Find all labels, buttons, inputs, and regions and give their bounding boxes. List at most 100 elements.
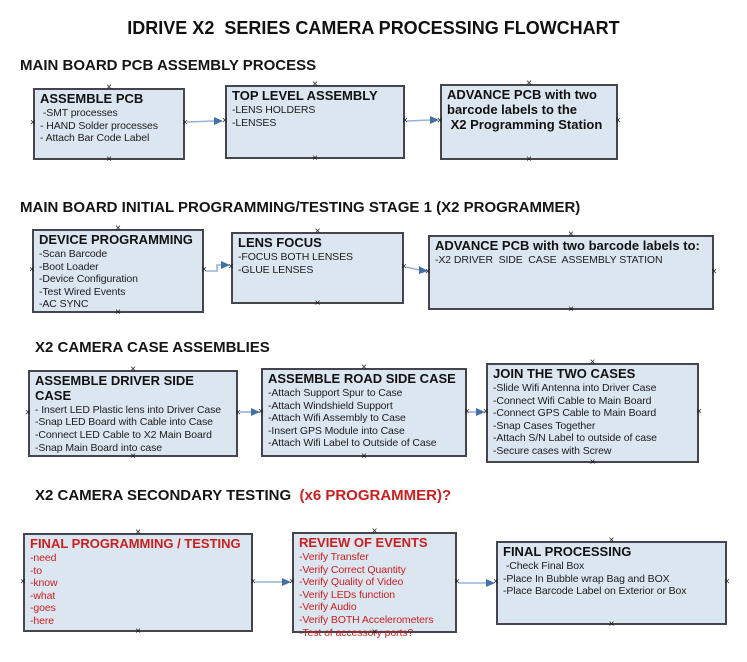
flow-box-final-programming-testing: FINAL PROGRAMMING / TESTING -need-to-kno… bbox=[20, 528, 256, 637]
connector-anchor-right: × bbox=[724, 576, 730, 588]
section-heading-pcb-assembly: MAIN BOARD PCB ASSEMBLY PROCESS bbox=[20, 57, 316, 74]
box-item: -Verify Correct Quantity bbox=[299, 563, 406, 576]
box-items: -X2 DRIVER SIDE CASE ASSEMBLY STATION bbox=[435, 254, 707, 267]
box-item: - Insert LED Plastic lens into Driver Ca… bbox=[35, 403, 222, 416]
box-item: -what bbox=[30, 589, 56, 602]
flow-box-assemble-road-side-case: ASSEMBLE ROAD SIDE CASE -Attach Support … bbox=[258, 363, 470, 462]
box-item: -X2 DRIVER SIDE CASE ASSEMBLY STATION bbox=[435, 253, 663, 266]
connector-anchor-left: × bbox=[30, 117, 36, 129]
box-item: -FOCUS BOTH LENSES bbox=[238, 250, 353, 263]
box-title: DEVICE PROGRAMMING bbox=[39, 232, 193, 247]
box-items: -Slide Wifi Antenna into Driver Case-Con… bbox=[493, 382, 692, 458]
box-item: -LENS HOLDERS bbox=[232, 103, 316, 116]
connector-anchor-bottom: × bbox=[589, 457, 596, 468]
box-item: -Place In Bubble wrap Bag and BOX bbox=[503, 572, 670, 585]
box-item: -Attach Support Spur to Case bbox=[268, 386, 403, 399]
box-item: - Attach Bar Code Label bbox=[40, 132, 150, 145]
box-item: -Verify BOTH Accelerometers bbox=[299, 613, 434, 626]
box-items: -Verify Transfer-Verify Correct Quantity… bbox=[299, 551, 450, 639]
arrow-final-programming-to-review bbox=[255, 578, 291, 586]
box-item: -AC SYNC bbox=[39, 298, 89, 311]
connector-anchor-left: × bbox=[20, 576, 26, 587]
connector-anchor-top: × bbox=[526, 78, 532, 89]
box-title: LENS FOCUS bbox=[238, 235, 322, 250]
box-title: ASSEMBLE DRIVER SIDE CASE bbox=[35, 373, 198, 403]
box-item: -Slide Wifi Antenna into Driver Case bbox=[493, 381, 657, 394]
box-title: FINAL PROCESSING bbox=[503, 544, 632, 559]
box-item: -goes bbox=[30, 602, 56, 615]
connector-anchor-top: × bbox=[371, 526, 378, 537]
box-items: -Scan Barcode-Boot Loader-Device Configu… bbox=[39, 248, 197, 311]
connector-anchor-bottom: × bbox=[608, 619, 615, 630]
flow-box-lens-focus: LENS FOCUS -FOCUS BOTH LENSES-GLUE LENSE… bbox=[228, 227, 407, 309]
connector-anchor-bottom: × bbox=[568, 304, 574, 315]
connector-anchor-right: × bbox=[401, 261, 407, 273]
box-item: - HAND Solder processes bbox=[40, 119, 158, 132]
connector-anchor-top: × bbox=[361, 362, 367, 373]
box-item: -Snap LED Board with Cable into Case bbox=[35, 416, 213, 429]
box-item: -Verify Audio bbox=[299, 601, 357, 614]
arrow-assemble-pcb-to-top-level bbox=[186, 117, 223, 125]
box-item: -Attach Windshield Support bbox=[268, 399, 393, 412]
connector-anchor-left: × bbox=[29, 264, 35, 276]
box-title: REVIEW OF EVENTS bbox=[299, 535, 428, 550]
connector-anchor-bottom: × bbox=[361, 451, 367, 462]
box-item: -Connect Wifi Cable to Main Board bbox=[493, 394, 652, 407]
section-heading-initial-programming: MAIN BOARD INITIAL PROGRAMMING/TESTING S… bbox=[20, 199, 580, 216]
box-title: ASSEMBLE ROAD SIDE CASE bbox=[268, 371, 456, 386]
box-items: - Insert LED Plastic lens into Driver Ca… bbox=[35, 404, 231, 454]
box-items: -Attach Support Spur to Case-Attach Wind… bbox=[268, 387, 460, 450]
flow-box-advance-pcb-driver-side: ADVANCE PCB with two barcode labels to: … bbox=[425, 230, 717, 315]
connector-anchor-left: × bbox=[222, 115, 228, 127]
connector-anchor-top: × bbox=[608, 535, 615, 546]
box-item: -to bbox=[30, 564, 42, 577]
box-item: -Test Wired Events bbox=[39, 285, 126, 298]
connector-anchor-right: × bbox=[696, 406, 702, 418]
arrow-device-programming-to-lens-focus bbox=[206, 261, 230, 272]
box-item: -need bbox=[30, 551, 57, 564]
box-item: -Verify Transfer bbox=[299, 550, 369, 563]
section-heading-case-assemblies: X2 CAMERA CASE ASSEMBLIES bbox=[35, 339, 270, 356]
box-item: -Insert GPS Module into Case bbox=[268, 424, 405, 437]
connector-anchor-right: × bbox=[454, 576, 460, 587]
box-item: -Snap Main Board into case bbox=[35, 441, 162, 454]
connector-anchor-right: × bbox=[250, 576, 256, 587]
connector-anchor-top: × bbox=[589, 357, 596, 368]
connector-anchor-right: × bbox=[711, 266, 717, 277]
box-title: TOP LEVEL ASSEMBLY bbox=[232, 88, 378, 103]
connector-anchor-bottom: × bbox=[526, 154, 532, 165]
box-item: -LENSES bbox=[232, 116, 277, 129]
connector-anchor-top: × bbox=[568, 229, 574, 240]
box-item: -Boot Loader bbox=[39, 260, 99, 273]
flow-box-final-processing: FINAL PROCESSING -Check Final Box-Place … bbox=[493, 536, 730, 630]
box-items: -Check Final Box-Place In Bubble wrap Ba… bbox=[503, 560, 720, 598]
flow-box-join-the-two-cases: JOIN THE TWO CASES -Slide Wifi Antenna i… bbox=[483, 358, 702, 468]
box-item: -GLUE LENSES bbox=[238, 263, 314, 276]
connector-anchor-bottom: × bbox=[312, 153, 318, 164]
section-heading-red-text: (x6 PROGRAMMER)? bbox=[291, 487, 452, 504]
connector-anchor-left: × bbox=[493, 576, 499, 588]
box-items: -need-to-know-what-goes-here bbox=[30, 552, 246, 628]
box-title: ADVANCE PCB with two barcode labels to t… bbox=[447, 87, 603, 132]
box-title: FINAL PROGRAMMING / TESTING bbox=[30, 536, 241, 551]
box-item: -SMT processes bbox=[40, 106, 118, 119]
connector-anchor-top: × bbox=[314, 226, 321, 237]
box-item: -Attach Wifi Label to Outside of Case bbox=[268, 437, 437, 450]
connector-anchor-top: × bbox=[115, 223, 121, 234]
connector-anchor-right: × bbox=[615, 115, 621, 127]
box-title: ASSEMBLE PCB bbox=[40, 91, 144, 106]
connector-anchor-bottom: × bbox=[106, 154, 112, 165]
flow-box-assemble-driver-side-case: ASSEMBLE DRIVER SIDE CASE - Insert LED P… bbox=[25, 365, 241, 462]
connector-anchor-left: × bbox=[425, 266, 431, 277]
connector-anchor-top: × bbox=[106, 82, 112, 93]
connector-anchor-bottom: × bbox=[130, 451, 136, 462]
connector-anchor-top: × bbox=[135, 527, 141, 538]
box-item: -Place Barcode Label on Exterior or Box bbox=[503, 585, 687, 598]
box-item: -here bbox=[30, 614, 55, 627]
box-item: -Device Configuration bbox=[39, 273, 138, 286]
box-items: -FOCUS BOTH LENSES-GLUE LENSES bbox=[238, 251, 397, 276]
connector-anchor-right: × bbox=[402, 115, 408, 127]
arrow-driver-case-to-road-case bbox=[240, 408, 260, 416]
connector-anchor-top: × bbox=[130, 364, 136, 375]
